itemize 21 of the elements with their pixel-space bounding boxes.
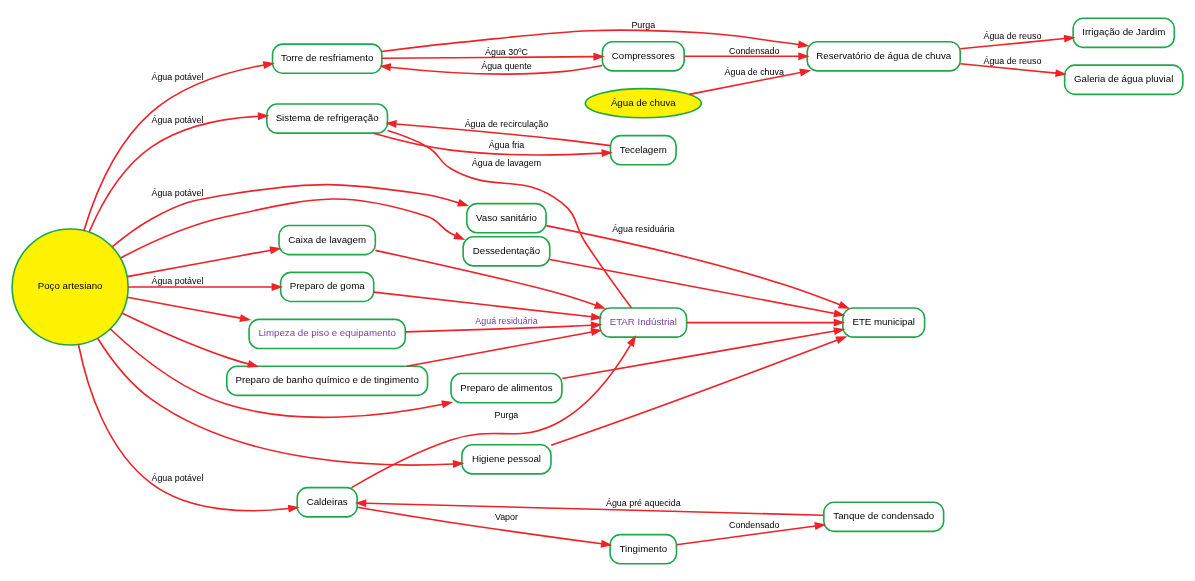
edge-label: Água de recirculação: [464, 118, 549, 129]
edge-label: Água fria: [488, 139, 525, 150]
edge-label: Purga: [631, 19, 656, 30]
edge-label: Água de lavagem: [471, 157, 542, 168]
edge-label: Vapor: [494, 511, 518, 522]
edge-label: Água potável: [151, 71, 204, 82]
edge-label: Água potável: [151, 187, 204, 198]
edge-label: Condensado: [729, 519, 780, 530]
edge-label: Água pré aquecida: [605, 497, 681, 508]
edge-label: Água residuária: [612, 223, 675, 234]
edge-label: Água de reuso: [983, 55, 1042, 66]
edge-label: Água 30ºC: [485, 46, 528, 56]
edge-label: Purga: [494, 409, 519, 420]
edge-label: Aguá residuária: [475, 315, 538, 326]
edge-label: Água potável: [151, 114, 204, 125]
edge-label: Condensado: [729, 45, 780, 56]
edge-label: Água potável: [151, 275, 204, 286]
edge-label: Água de chuva: [724, 66, 784, 77]
edge-label: Água quente: [481, 60, 532, 71]
edge-label: Água potável: [151, 472, 204, 483]
edge-label: Água de reuso: [983, 30, 1042, 41]
